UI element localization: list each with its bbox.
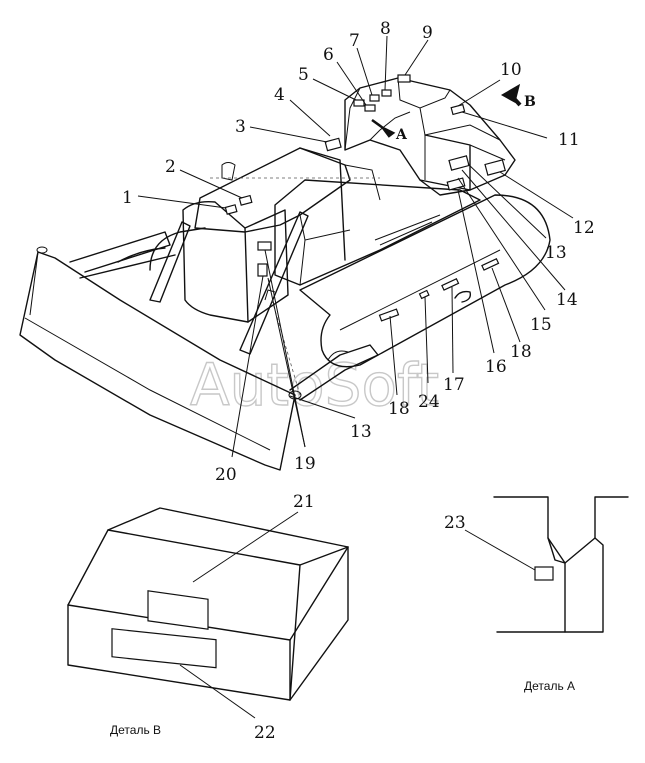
detail-b-caption: Деталь В	[110, 723, 161, 737]
callout-21: 21	[293, 492, 315, 512]
callout-1: 1	[122, 188, 133, 208]
callout-17: 17	[443, 375, 465, 395]
view-arrow-b-icon	[500, 83, 522, 107]
callout-7: 7	[349, 31, 360, 51]
lift-cylinder-right	[239, 211, 309, 355]
detail-a-caption: Деталь А	[524, 679, 575, 693]
plate-22	[111, 628, 217, 669]
callout-16: 16	[485, 357, 507, 377]
plate-13	[448, 155, 470, 171]
callout-12: 12	[573, 218, 595, 238]
detail-b: Деталь В	[67, 507, 349, 737]
callout-11: 11	[558, 130, 580, 150]
plate-8	[381, 89, 392, 97]
callout-23: 23	[444, 513, 466, 533]
callout-numbers: 1 2 3 4 5 6 7 8 9 10 11 12 13 14 15 16 1…	[122, 19, 595, 743]
view-arrows: A B	[371, 83, 536, 143]
plate-12	[484, 159, 506, 176]
callout-24: 24	[418, 392, 440, 412]
plate-2	[238, 194, 253, 206]
plate-11	[450, 103, 466, 116]
plate-6	[364, 104, 376, 112]
view-arrow-a-icon	[371, 118, 396, 138]
plate-18	[481, 258, 500, 271]
callout-22: 22	[254, 723, 276, 743]
callout-13: 13	[545, 243, 567, 263]
callout-14: 14	[556, 290, 578, 310]
callout-18: 18	[510, 342, 532, 362]
callout-13-lower: 13	[350, 422, 372, 442]
lift-cylinder-left	[149, 221, 191, 303]
callout-6: 6	[323, 45, 334, 65]
blade	[19, 251, 296, 471]
watermark: AutoSoft	[190, 351, 439, 419]
callout-4: 4	[274, 85, 285, 105]
push-arm-left	[69, 231, 171, 273]
plate-5	[353, 99, 365, 107]
plate-17	[441, 278, 460, 291]
plate-9	[397, 74, 411, 83]
engine-hood	[194, 147, 351, 233]
detail-a: Деталь А	[464, 496, 629, 693]
callout-5: 5	[298, 65, 309, 85]
callout-9: 9	[422, 23, 433, 43]
decal-plates	[224, 74, 506, 322]
radiator-block	[182, 200, 249, 323]
callout-20: 20	[215, 465, 237, 485]
plate-19	[257, 241, 272, 251]
plate-3	[324, 137, 342, 152]
plate-7	[369, 94, 380, 102]
plate-18-lower	[378, 308, 400, 322]
plate-23	[534, 566, 554, 581]
push-arm-right	[289, 344, 379, 401]
plate-1	[224, 204, 238, 215]
callout-18-lower: 18	[388, 399, 410, 419]
plate-20	[257, 263, 268, 277]
view-label-b: B	[524, 94, 536, 110]
track	[299, 194, 551, 368]
callout-8: 8	[380, 19, 391, 39]
leader-lines	[137, 35, 574, 458]
callout-3: 3	[235, 117, 246, 137]
callout-10: 10	[500, 60, 522, 80]
callout-19: 19	[294, 454, 316, 474]
callout-15: 15	[530, 315, 552, 335]
plate-24	[418, 289, 430, 300]
callout-2: 2	[165, 157, 176, 177]
plate-21	[147, 590, 209, 630]
view-label-a: A	[395, 127, 408, 143]
chassis	[274, 179, 481, 286]
bulldozer-drawing	[19, 77, 551, 471]
